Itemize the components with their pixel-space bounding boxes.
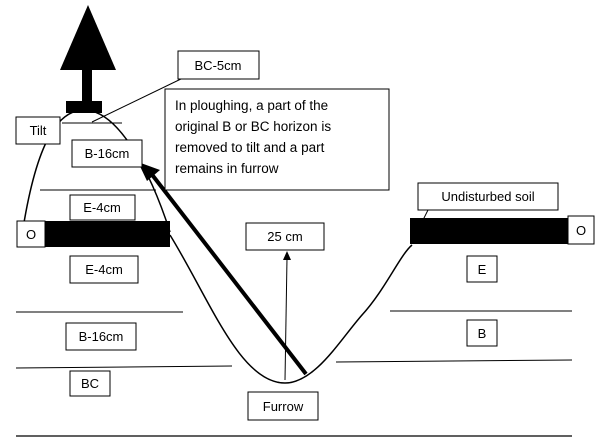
- ploughing-note: In ploughing, a part of the original B o…: [164, 88, 390, 191]
- note-line-4: remains in furrow: [175, 161, 279, 176]
- label-e-right-text: E: [478, 262, 487, 277]
- furrow-curve: [169, 234, 413, 384]
- label-b-right-text: B: [478, 326, 487, 341]
- label-o-right: O: [567, 215, 595, 245]
- label-furrow-text: Furrow: [263, 399, 304, 414]
- note-line-1: In ploughing, a part of the: [175, 98, 328, 113]
- displacement-arrow-head: [138, 162, 160, 181]
- label-o-left-text: O: [26, 227, 36, 242]
- left-horizon-line-2: [15, 365, 233, 369]
- label-depth-25cm-text: 25 cm: [267, 229, 302, 244]
- label-undisturbed-soil: Undisturbed soil: [417, 182, 559, 211]
- label-bc-5cm-text: BC-5cm: [195, 58, 242, 73]
- label-tilt-text: Tilt: [30, 123, 47, 138]
- label-furrow: Furrow: [247, 391, 319, 421]
- label-b-16cm-left: B-16cm: [65, 322, 137, 351]
- o-horizon-bar-right: [410, 218, 568, 244]
- right-horizon-line-2: [335, 359, 573, 363]
- displacement-arrow-shaft: [148, 170, 308, 376]
- plough-post: [82, 70, 92, 102]
- depth-arrow-shaft: [284, 257, 288, 381]
- label-depth-25cm: 25 cm: [245, 222, 325, 251]
- label-o-right-text: O: [576, 223, 586, 238]
- label-b-16cm-tilt-text: B-16cm: [85, 146, 130, 161]
- label-e-right: E: [466, 255, 498, 283]
- plough-triangle: [60, 5, 116, 70]
- label-undisturbed-soil-text: Undisturbed soil: [441, 189, 534, 204]
- label-b-16cm-left-text: B-16cm: [79, 329, 124, 344]
- undisturbed-pointer-line: [422, 209, 429, 221]
- label-e-4cm-tilt: E-4cm: [69, 194, 136, 221]
- label-e-4cm-left-text: E-4cm: [85, 262, 123, 277]
- depth-arrow-head: [283, 251, 291, 260]
- label-b-16cm-tilt: B-16cm: [71, 139, 143, 168]
- label-tilt: Tilt: [15, 116, 61, 145]
- label-e-4cm-tilt-text: E-4cm: [83, 200, 121, 215]
- o-horizon-bar-left: [45, 221, 170, 247]
- plough-base: [66, 101, 102, 113]
- note-line-3: removed to tilt and a part: [175, 140, 325, 155]
- label-bc-left: BC: [69, 370, 111, 397]
- label-bc-5cm: BC-5cm: [177, 50, 260, 80]
- label-o-left: O: [16, 220, 46, 248]
- label-bc-left-text: BC: [81, 376, 99, 391]
- label-b-right: B: [466, 319, 498, 347]
- bc-pointer-line: [91, 77, 184, 123]
- label-e-4cm-left: E-4cm: [69, 255, 139, 284]
- note-line-2: original B or BC horizon is: [175, 119, 331, 134]
